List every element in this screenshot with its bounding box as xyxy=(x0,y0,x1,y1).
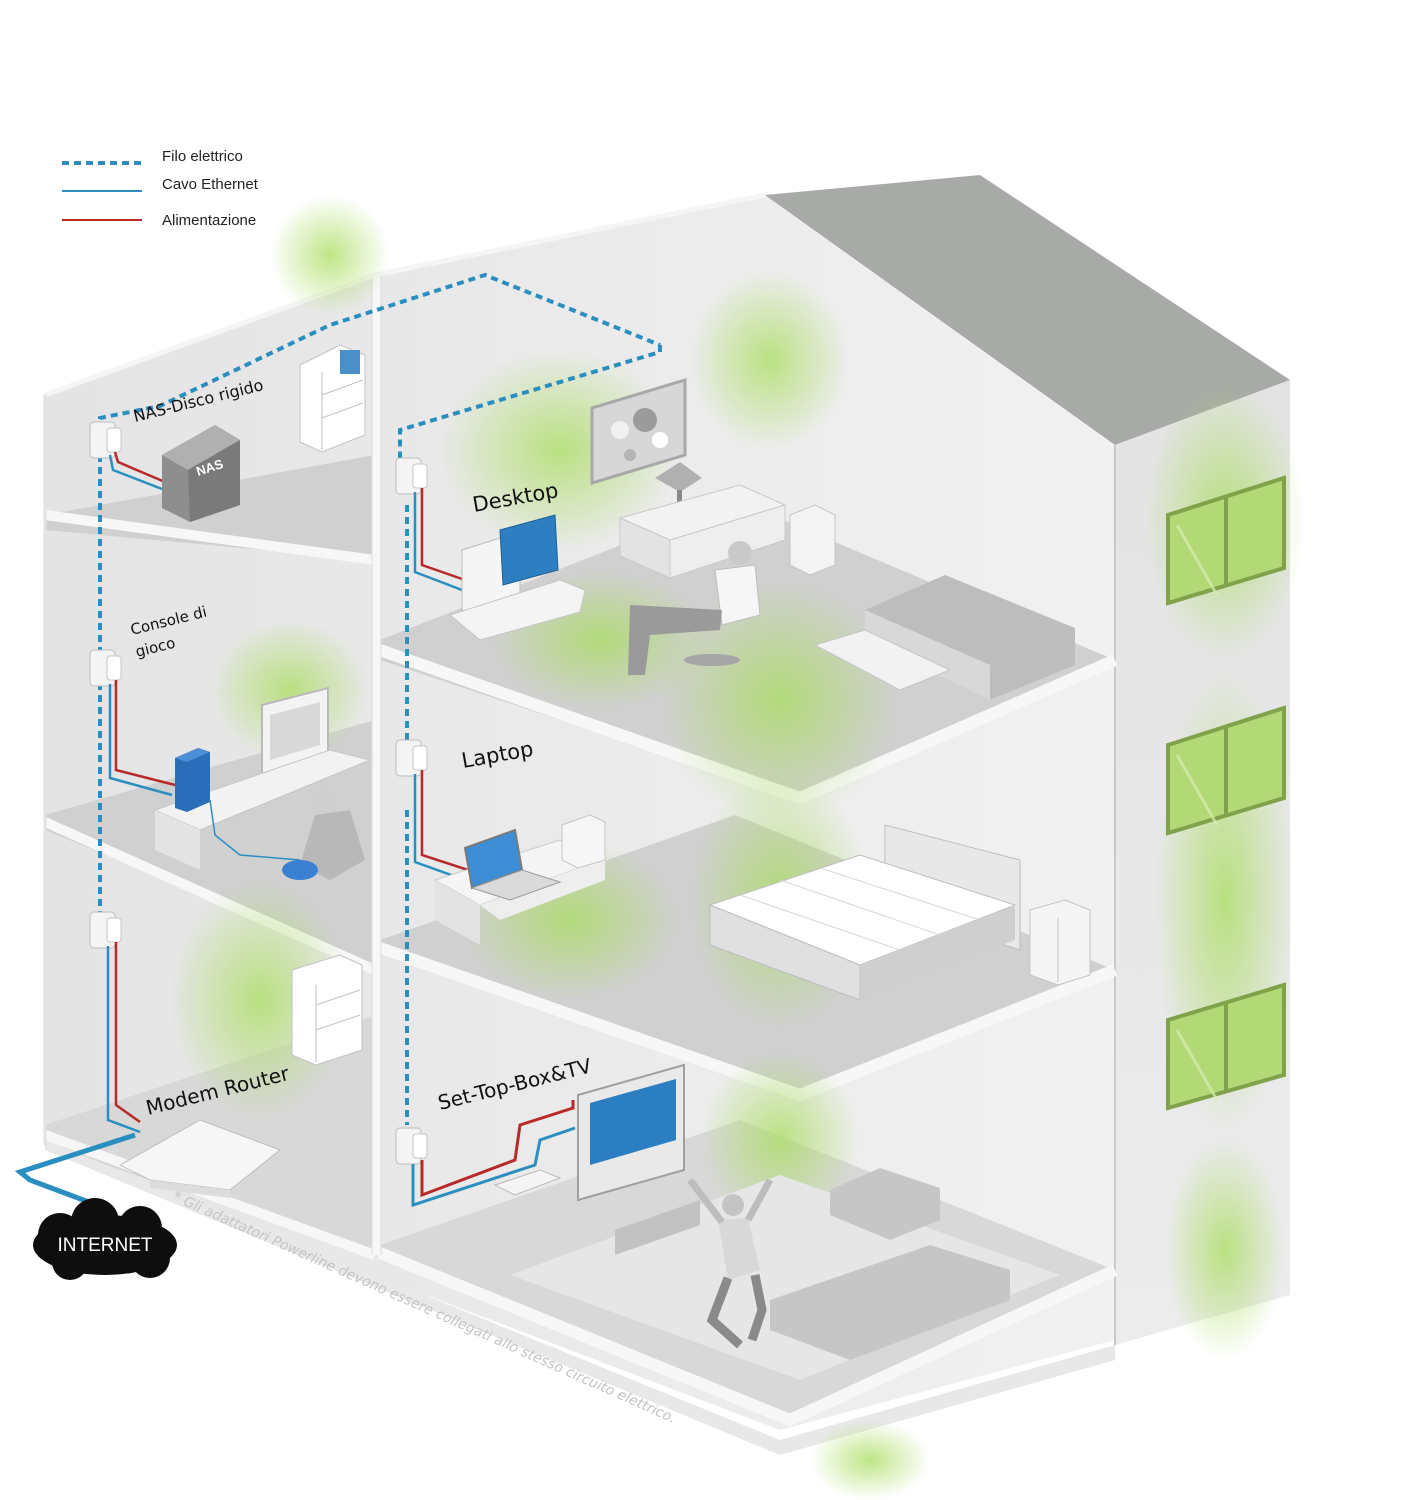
roof xyxy=(765,175,1290,445)
nas-device: NAS xyxy=(162,425,240,522)
drawer-cabinet xyxy=(789,504,836,576)
room-nas: NAS xyxy=(162,344,366,522)
window-middle xyxy=(1166,705,1286,836)
tv-settop xyxy=(577,1063,685,1202)
set-top-box xyxy=(493,1169,562,1196)
legend-label-power: Alimentazione xyxy=(162,212,256,229)
powerline-adapter-console xyxy=(89,649,122,687)
powerline-adapter-desktop xyxy=(395,457,428,495)
window-bottom xyxy=(1166,982,1286,1111)
nightstand-laptop xyxy=(561,814,606,869)
wall-painting xyxy=(590,377,687,486)
powerline-adapter-laptop xyxy=(395,739,428,777)
powerline-adapter-nas xyxy=(89,421,122,459)
windows xyxy=(1166,475,1286,1111)
legend: Filo elettrico Cavo Ethernet Alimentazio… xyxy=(62,148,259,229)
bookshelf-nas xyxy=(299,344,366,453)
internet-label: INTERNET xyxy=(58,1235,153,1256)
powerline-right-from-roof xyxy=(398,345,662,460)
wardrobe xyxy=(1029,899,1091,986)
center-wall xyxy=(372,275,381,1255)
sofa-desktop xyxy=(865,575,1075,700)
room-settop xyxy=(493,1063,1060,1380)
laptop-device xyxy=(463,828,562,901)
window-top xyxy=(1166,475,1286,606)
sofa-settop xyxy=(615,1168,1010,1360)
coffee-table-desktop xyxy=(813,629,952,691)
bookshelf-modem xyxy=(291,954,363,1066)
room-console xyxy=(153,686,372,880)
person-jumping xyxy=(687,1177,774,1349)
desk-desktop xyxy=(618,484,787,579)
internet-cloud: INTERNET xyxy=(33,1198,177,1280)
adapters-and-cables xyxy=(14,421,576,1213)
desktop-computer xyxy=(448,514,586,641)
modem-router-device xyxy=(118,1119,281,1198)
room-desktop xyxy=(448,377,1075,700)
powerline-adapter-modem xyxy=(89,911,122,949)
legend-label-ethernet: Cavo Ethernet xyxy=(162,176,259,193)
person-desktop xyxy=(628,541,761,675)
bed xyxy=(708,824,1021,1001)
tv-stand-console xyxy=(153,749,372,870)
powerline-adapter-settop xyxy=(395,1127,428,1165)
room-laptop xyxy=(433,814,1091,1001)
legend-label-powerline: Filo elettrico xyxy=(162,148,243,165)
person-gamer xyxy=(282,788,365,880)
game-console xyxy=(175,748,210,812)
room-modem xyxy=(118,954,363,1198)
